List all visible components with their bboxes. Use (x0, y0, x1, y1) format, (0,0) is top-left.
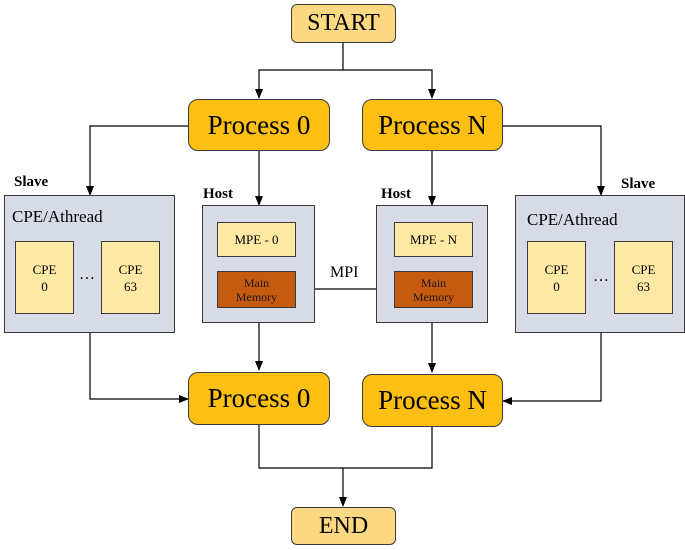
left-cpe-63: CPE 63 (101, 241, 160, 314)
left-slave-panel: CPE/Athread CPE 0 … CPE 63 (4, 195, 175, 333)
process-0-top: Process 0 (188, 99, 330, 151)
right-cpe-63-name: CPE (631, 261, 656, 277)
right-cpe-ellipsis: … (593, 268, 609, 285)
slave-label-right: Slave (621, 176, 656, 192)
mpi-label: MPI (330, 264, 359, 281)
process-n-top: Process N (362, 99, 503, 151)
process-0-bottom: Process 0 (188, 372, 330, 425)
host-0-panel: MPE - 0 Main Memory (202, 205, 315, 323)
host-n-panel: MPE - N Main Memory (376, 205, 488, 323)
left-cpe-ellipsis: … (79, 266, 95, 283)
edge-process-0-to-end (258, 425, 343, 469)
right-cpe-63-index: 63 (637, 278, 650, 294)
main-memory-n-line-1: Main (420, 275, 447, 290)
left-cpe-63-index: 63 (124, 278, 137, 294)
process-n-bottom: Process N (362, 374, 503, 427)
host-label-left: Host (203, 186, 233, 202)
mpe-0: MPE - 0 (217, 222, 296, 257)
edge-right-slave-to-process-n (502, 333, 602, 405)
left-cpe-0-index: 0 (41, 278, 48, 294)
main-memory-0-line-2: Memory (235, 289, 278, 304)
right-cpe-0: CPE 0 (527, 241, 586, 314)
slave-label-left: Slave (14, 174, 49, 190)
left-cpe-0-name: CPE (32, 261, 57, 277)
edge-left-slave-to-process-0 (89, 333, 189, 403)
host-label-right: Host (381, 186, 411, 202)
right-cpe-panel-title: CPE/Athread (527, 210, 618, 229)
mpe-n: MPE - N (394, 222, 473, 257)
right-cpe-0-name: CPE (544, 261, 569, 277)
edge-process-0-to-left-slave (86, 125, 188, 196)
right-cpe-63: CPE 63 (614, 241, 673, 314)
edge-start-to-process-n (343, 69, 436, 99)
edge-process-n-to-end (343, 427, 433, 469)
main-memory-0: Main Memory (217, 271, 296, 308)
left-cpe-panel-title: CPE/Athread (12, 207, 103, 226)
left-cpe-63-name: CPE (118, 261, 143, 277)
edge-process-n-to-right-slave (503, 125, 605, 196)
main-memory-n-line-2: Memory (412, 289, 455, 304)
left-cpe-0: CPE 0 (15, 241, 74, 314)
edge-start-to-process-0 (255, 43, 344, 99)
right-cpe-0-index: 0 (553, 278, 560, 294)
start-node: START (291, 4, 396, 43)
end-node: END (291, 507, 396, 545)
main-memory-0-line-1: Main (243, 275, 270, 290)
right-slave-panel: CPE/Athread CPE 0 … CPE 63 (515, 195, 685, 333)
main-memory-n: Main Memory (394, 271, 473, 308)
